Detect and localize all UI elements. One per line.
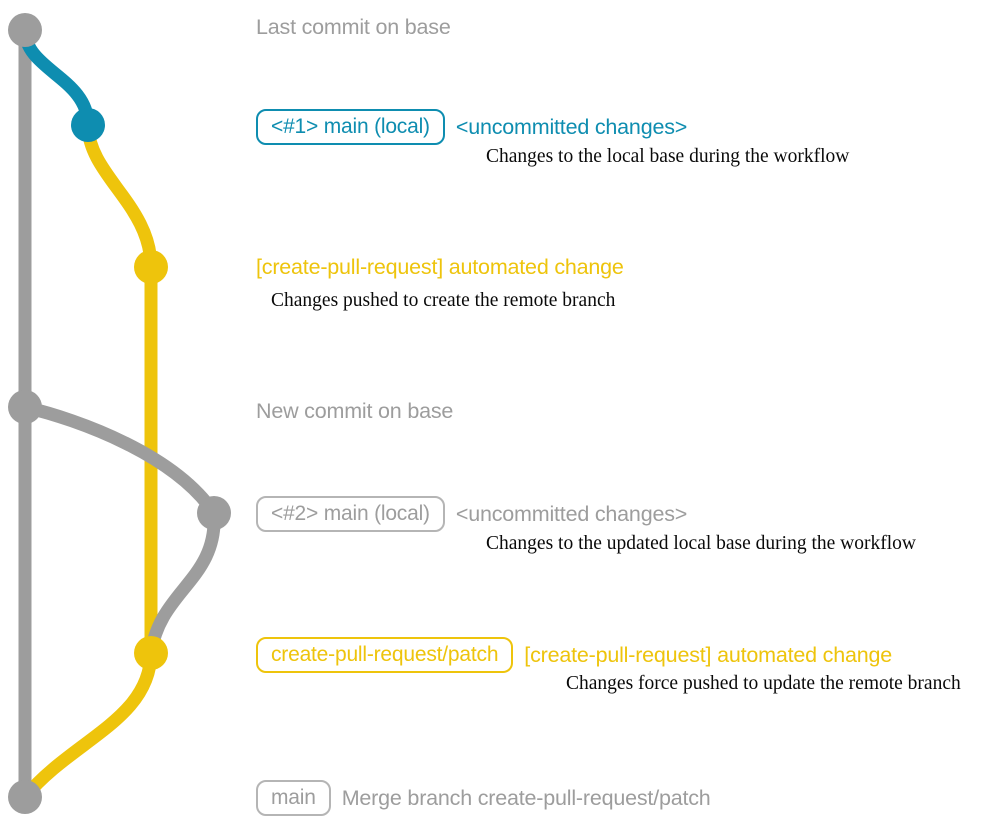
patch-branch-line-1 bbox=[81, 118, 158, 274]
row-merge: main Merge branch create-pull-request/pa… bbox=[256, 780, 711, 816]
branch-pill-patch[interactable]: create-pull-request/patch bbox=[256, 637, 514, 673]
commit-node-last-commit-on-base[interactable] bbox=[8, 13, 42, 47]
row-local-1: <#1> main (local) <uncommitted changes> bbox=[256, 109, 687, 145]
row-headline-new-commit-on-base: New commit on base bbox=[256, 399, 454, 423]
row-headline-merge: Merge branch create-pull-request/patch bbox=[341, 785, 711, 810]
commit-node-new-commit-on-base[interactable] bbox=[8, 390, 42, 424]
row-headline-local-2: <uncommitted changes> bbox=[455, 501, 688, 526]
branch-pill-local-2[interactable]: <#2> main (local) bbox=[256, 496, 445, 532]
commit-node-automated-change-1[interactable] bbox=[134, 250, 168, 284]
commit-node-merge[interactable] bbox=[8, 780, 42, 814]
local-branch-line-2 bbox=[18, 400, 221, 520]
row-note-automated-change-1: Changes pushed to create the remote bran… bbox=[271, 290, 616, 311]
merge-line bbox=[18, 646, 158, 804]
row-note-local-1: Changes to the local base during the wor… bbox=[486, 146, 850, 167]
local-to-patch-line bbox=[144, 506, 221, 660]
local-branch-line-1 bbox=[18, 23, 95, 132]
branch-pill-main[interactable]: main bbox=[256, 780, 331, 816]
branch-pill-local-1[interactable]: <#1> main (local) bbox=[256, 109, 445, 145]
row-headline-automated-change-2: [create-pull-request] automated change bbox=[524, 642, 892, 667]
row-headline-automated-change-1: [create-pull-request] automated change bbox=[256, 255, 624, 279]
row-headline-last-commit-on-base: Last commit on base bbox=[256, 15, 451, 39]
row-automated-change-2: create-pull-request/patch [create-pull-r… bbox=[256, 637, 892, 673]
row-headline-local-1: <uncommitted changes> bbox=[455, 114, 688, 139]
row-note-automated-change-2: Changes force pushed to update the remot… bbox=[566, 673, 961, 694]
commit-node-automated-change-2[interactable] bbox=[134, 636, 168, 670]
commit-node-local-2[interactable] bbox=[197, 496, 231, 530]
row-note-local-2: Changes to the updated local base during… bbox=[486, 533, 916, 554]
commit-node-local-1[interactable] bbox=[71, 108, 105, 142]
row-local-2: <#2> main (local) <uncommitted changes> bbox=[256, 496, 687, 532]
